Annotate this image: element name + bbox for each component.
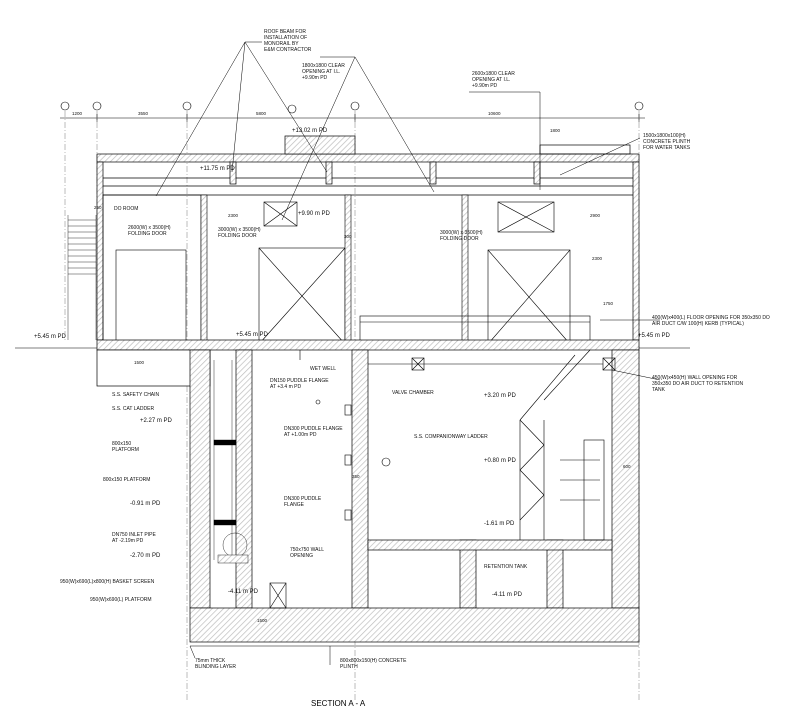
dim-1750: 1750 [603,301,614,306]
leader-lines [155,41,661,665]
companionway-ladder [519,349,605,541]
safety-chain-note: S.S. SAFETY CHAIN [112,392,160,398]
wall-opening-750-note: 750x750 WALL OPENING [290,547,325,559]
inlet-pipe-note: DN750 INLET PIPE AT -2.19m PD [112,532,156,544]
dim-1800-top: 1800 [550,128,561,133]
dim-300: 300 [344,234,352,239]
dim-1500-base: 1500 [257,618,268,623]
do-room-label: DO ROOM [114,206,139,212]
level-5-45-left: +5.45 m PD [34,334,66,340]
grid-bubbles [60,101,644,114]
level-m2-70: -2.70 m PD [130,553,161,559]
dim-2900: 2900 [590,213,601,218]
dim-250: 250 [94,205,102,210]
level-13-02: +13.02 m PD [292,128,328,134]
dim-5800: 5800 [256,111,267,116]
level-9-90: +9.90 m PD [298,211,330,217]
valve-chamber-label: VALVE CHAMBER [392,390,434,396]
dim-10600: 10600 [488,111,501,116]
roof-beam-note: ROOF BEAM FOR INSTALLATION OF MONORAIL B… [264,29,312,53]
drawing-title: SECTION A - A [311,699,366,708]
wet-well-label: WET WELL [310,366,337,372]
floor-opening-duct-note: 400(W)x400(L) FLOOR OPENING FOR 350x350 … [652,315,770,327]
pipework [269,350,391,609]
blinding-layer-note: 75mm THICK BLINDING LAYER [195,658,237,670]
dim-2300-left: 2300 [228,213,239,218]
cat-ladder-note: S.S. CAT LADDER [112,406,155,412]
platform-800-top-note: 800x150 PLATFORM [112,441,139,453]
level-11-75: +11.75 m PD [200,166,235,172]
opening-1800-note: 1800x1800 CLEAR OPENING AT I.L. +9.90m P… [302,63,345,81]
plinth-800-note: 800x800x150(H) CONCRETE PLINTH [340,658,407,670]
external-stair [67,215,97,340]
dim-1500-left: 1500 [134,360,145,365]
puddle-flange-3-note: DN300 PUDDLE FLANGE [284,496,322,508]
dim-1200: 1200 [72,111,83,116]
level-2-27: +2.27 m PD [140,418,172,424]
level-5-45-right: +5.45 m PD [638,333,670,339]
platform-950-note: 950(W)x690(L) PLATFORM [90,597,152,603]
folding-door-2-note: 3000(W) x 3500(H) FOLDING DOOR [218,227,261,239]
level-m0-91: -0.91 m PD [130,501,161,507]
level-m4-11-left: -4.11 m PD [228,589,258,595]
dim-350: 350 [352,474,360,479]
level-3-20: +3.20 m PD [484,393,516,399]
basement-walls [189,349,640,647]
companionway-ladder-note: S.S. COMPANIONWAY LADDER [414,434,488,440]
folding-door-1-note: 2600(W) x 3500(H) FOLDING DOOR [128,225,171,237]
puddle-flange-1-note: DN150 PUDDLE FLANGE AT +3.4 m PD [270,378,329,390]
top-dimension-line [60,114,645,122]
basket-screen-note: 950(W)x690(L)x800(H) BASKET SCREEN [60,579,155,585]
duct-boxes [368,357,616,371]
superstructure [102,194,591,346]
opening-2600-note: 2600x1800 CLEAR OPENING AT I.L. +9.90m P… [472,71,515,89]
concrete-plinth-tanks-note: 1500x1800x100(H) CONCRETE PLINTH FOR WAT… [643,133,691,151]
roof-structure [96,135,640,341]
folding-door-3-note: 3000(W) x 3500(H) FOLDING DOOR [440,230,483,242]
puddle-flange-2-note: DN300 PUDDLE FLANGE AT +1.00m PD [284,426,343,438]
retention-tank-label: RETENTION TANK [484,564,528,570]
wall-opening-duct-note: 450(W)x450(H) WALL OPENING FOR 350x350 D… [652,375,744,393]
level-0-80: +0.80 m PD [484,458,516,464]
dim-3550: 3550 [138,111,149,116]
level-m4-11-right: -4.11 m PD [492,592,522,598]
dim-600-v: 600 [623,464,631,469]
cat-ladder [213,360,249,564]
level-m1-61: -1.61 m PD [484,521,515,527]
dim-2300-right: 2300 [592,256,603,261]
platform-800-mid-note: 800x150 PLATFORM [103,477,151,483]
level-5-45-mid: +5.45 m PD [236,332,268,338]
